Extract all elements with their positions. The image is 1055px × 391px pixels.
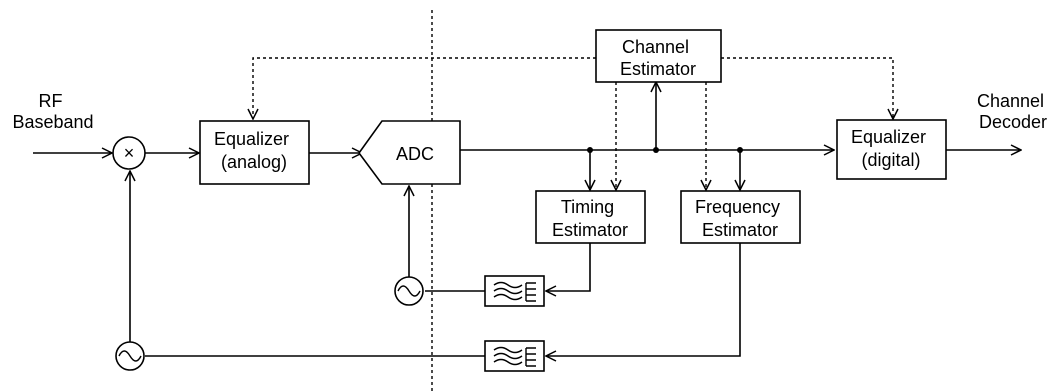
adc-block: ADC [358,120,461,185]
equalizer-digital-block: Equalizer (digital) [836,119,947,180]
timing-loop-filter-icon [484,275,545,307]
input-label: RF Baseband [12,91,93,132]
equalizer-analog-label: Equalizer (analog) [214,129,294,172]
mixer-oscillator-icon [115,341,145,371]
frequency-estimator-label: Frequency Estimator [695,197,785,240]
frequency-estimator-block: Frequency Estimator [680,190,801,244]
mixer-symbol: × [124,143,135,163]
output-label: Channel Decoder [977,91,1049,132]
equalizer-analog-block: Equalizer (analog) [199,120,310,185]
adc-oscillator-icon [394,276,424,306]
frequency-loop-filter-icon [484,340,545,372]
channel-to-analog-equalizer-control [253,57,596,119]
timing-feedback-wire [546,243,591,291]
channel-to-digital-equalizer-control [721,57,893,119]
equalizer-digital-label: Equalizer (digital) [851,127,931,170]
adc-label: ADC [396,144,434,164]
channel-estimator-label: Channel Estimator [620,37,696,79]
mixer-icon: × [112,136,146,170]
timing-estimator-block: Timing Estimator [535,190,646,244]
timing-estimator-label: Timing Estimator [552,197,628,240]
frequency-feedback-wire [546,243,741,356]
channel-estimator-block: Channel Estimator [595,29,722,83]
